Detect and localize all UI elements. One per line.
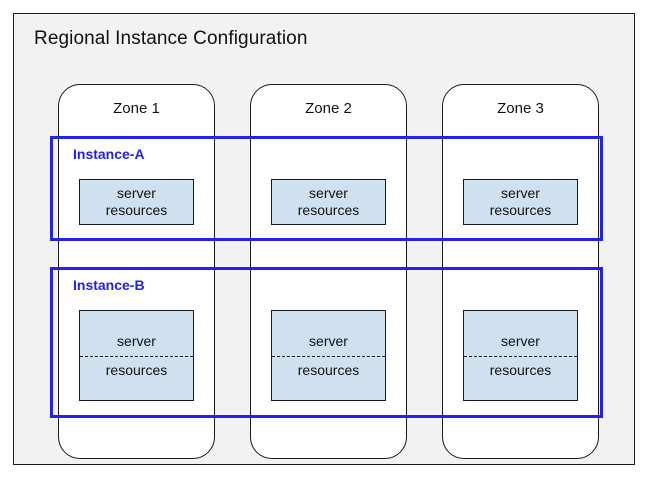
resource-label-line1: server <box>309 332 348 349</box>
resource-label-line1: server <box>501 332 540 349</box>
zone-label-2: Zone 2 <box>305 100 352 117</box>
resource-label-line2: resources <box>489 361 552 378</box>
resource-label-line2: resources <box>297 361 360 378</box>
zone-label-1: Zone 1 <box>113 100 160 117</box>
resource-label-line2: resources <box>489 202 552 218</box>
resource-box-instance-a-zone-1: server resources <box>79 179 194 225</box>
instance-band-a: Instance-A <box>50 136 603 241</box>
instance-label-b: Instance-B <box>73 277 145 293</box>
region-frame: Regional Instance Configuration Zone 1 Z… <box>13 13 635 465</box>
instance-band-b: Instance-B <box>50 267 603 418</box>
zone-label-3: Zone 3 <box>497 100 544 117</box>
resource-label-line1: server <box>501 185 540 201</box>
resource-split-divider <box>464 355 577 357</box>
resource-label-line2: resources <box>105 202 168 218</box>
instance-label-a: Instance-A <box>73 146 145 162</box>
resource-label-line2: resources <box>105 361 168 378</box>
resource-box-instance-b-zone-3: server resources <box>463 310 578 401</box>
resource-label-line1: server <box>117 332 156 349</box>
resource-split-divider <box>80 355 193 357</box>
resource-label-line1: server <box>117 185 156 201</box>
resource-box-instance-b-zone-1: server resources <box>79 310 194 401</box>
region-title: Regional Instance Configuration <box>34 28 308 49</box>
resource-label-line1: server <box>309 185 348 201</box>
resource-split-divider <box>272 355 385 357</box>
resource-box-instance-b-zone-2: server resources <box>271 310 386 401</box>
resource-label-line2: resources <box>297 202 360 218</box>
resource-box-instance-a-zone-2: server resources <box>271 179 386 225</box>
resource-box-instance-a-zone-3: server resources <box>463 179 578 225</box>
